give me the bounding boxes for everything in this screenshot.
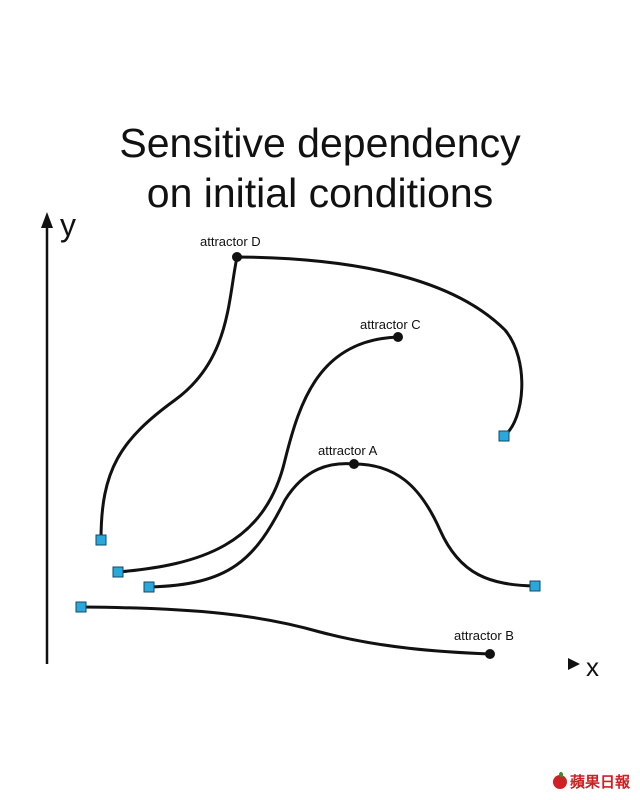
- attractor-b-point: [485, 649, 495, 659]
- title-line-1: Sensitive dependency: [119, 120, 521, 166]
- attractor-c-label: attractor C: [360, 317, 421, 332]
- trajectory-a-curve: [148, 462, 536, 589]
- watermark-text: 蘋果日報: [569, 773, 630, 791]
- watermark: 蘋果日報: [552, 771, 630, 792]
- trajectory-a: attractor A: [143, 443, 541, 593]
- title-line-2: on initial conditions: [146, 170, 494, 216]
- trajectory-d-start-marker: [95, 534, 107, 546]
- attractor-a-point: [349, 459, 359, 469]
- attractor-a-label: attractor A: [318, 443, 378, 458]
- trajectory-c-start-marker: [112, 566, 124, 578]
- apple-icon: [552, 771, 567, 789]
- attractor-b-label: attractor B: [454, 628, 514, 643]
- trajectory-b-curve: [80, 605, 491, 656]
- y-axis: y: [41, 207, 76, 664]
- trajectory-d: attractor D: [95, 234, 524, 546]
- trajectory-d-curve: [99, 255, 524, 541]
- x-axis-arrowhead: [568, 658, 580, 670]
- trajectory-c-curve: [117, 335, 399, 574]
- trajectory-d-alt-start-marker: [498, 430, 510, 442]
- attractor-d-label: attractor D: [200, 234, 261, 249]
- trajectory-a-start-marker: [143, 581, 155, 593]
- trajectory-b-start-marker: [75, 601, 87, 613]
- x-axis-label: x: [586, 652, 599, 682]
- y-axis-arrowhead: [41, 212, 53, 228]
- trajectory-b: attractor B: [75, 601, 514, 659]
- attractor-c-point: [393, 332, 403, 342]
- trajectory-c: attractor C: [112, 317, 421, 578]
- diagram-title: Sensitive dependency on initial conditio…: [0, 118, 640, 218]
- y-axis-label: y: [60, 207, 76, 243]
- trajectory-a-alt-start-marker: [529, 580, 541, 592]
- attractor-d-point: [232, 252, 242, 262]
- x-axis: x: [568, 652, 599, 682]
